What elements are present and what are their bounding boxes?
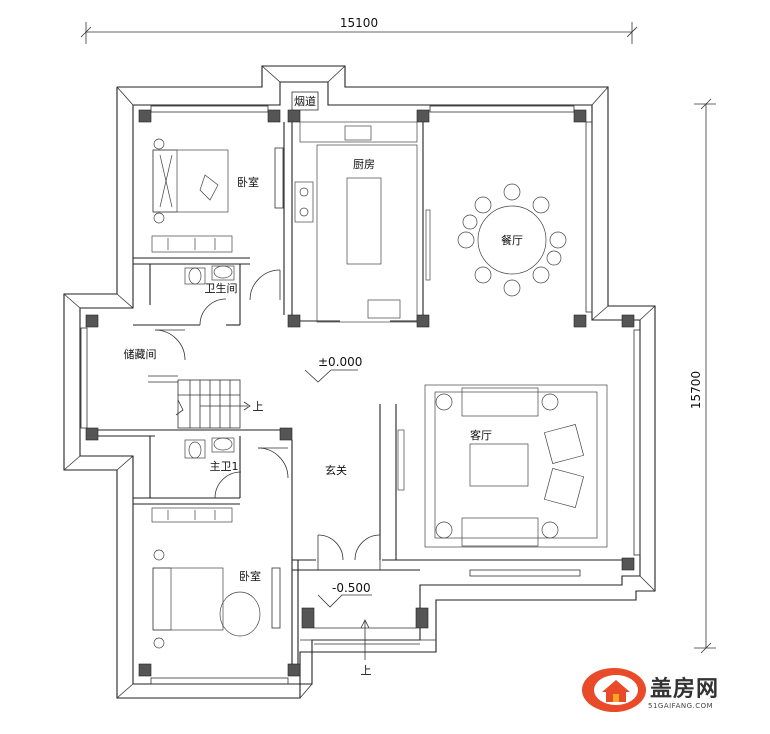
house-logo-icon: [582, 668, 646, 712]
bed-top: [152, 138, 229, 224]
bed-bottom: [152, 549, 261, 649]
room-dining-label: 餐厅: [501, 233, 523, 247]
interior-walls: [98, 122, 622, 664]
level-entrance-text: -0.500: [332, 581, 371, 595]
kitchen-fixtures: [294, 121, 431, 323]
room-foyer-label: 玄关: [325, 463, 347, 477]
level-marker-main: ±0.000: [304, 355, 362, 383]
room-chimney-label: 烟道: [294, 94, 316, 108]
room-living-label: 客厅: [470, 428, 492, 442]
room-bathroom-label: 卫生间: [205, 281, 238, 295]
brand-site: 51GAIFANG.COM: [648, 702, 713, 710]
entrance-up-label: 上: [361, 664, 372, 677]
brand-name: 盖房网: [650, 676, 719, 702]
level-marker-entrance: -0.500: [317, 581, 372, 608]
wardrobe-top: [151, 235, 233, 253]
staircase: [148, 375, 251, 429]
watermark-logo: 盖房网 51GAIFANG.COM: [582, 668, 719, 712]
dining-table: [457, 183, 567, 297]
doors: [154, 269, 381, 570]
room-bedroom-bottom-label: 卧室: [239, 569, 261, 583]
height-label: 15700: [689, 371, 703, 409]
wardrobe-bottom: [151, 507, 233, 523]
stair-up-label: 上: [253, 400, 264, 413]
width-label: 15100: [340, 16, 378, 30]
room-storage-label: 储藏间: [124, 347, 157, 361]
level-main-text: ±0.000: [318, 355, 362, 369]
dimension-width: 15100: [80, 16, 638, 44]
bathroom-fixtures: [184, 265, 235, 459]
room-kitchen-label: 厨房: [353, 158, 375, 171]
windows: [80, 105, 641, 685]
dimension-height: 15700: [689, 98, 716, 654]
structural-columns: [85, 109, 635, 677]
exterior-walls: [63, 65, 656, 699]
entrance-steps: [314, 619, 420, 660]
room-bedroom-top-label: 卧室: [237, 175, 259, 189]
room-master-bath-label: 主卫1: [210, 460, 239, 473]
living-furniture: [397, 384, 608, 548]
